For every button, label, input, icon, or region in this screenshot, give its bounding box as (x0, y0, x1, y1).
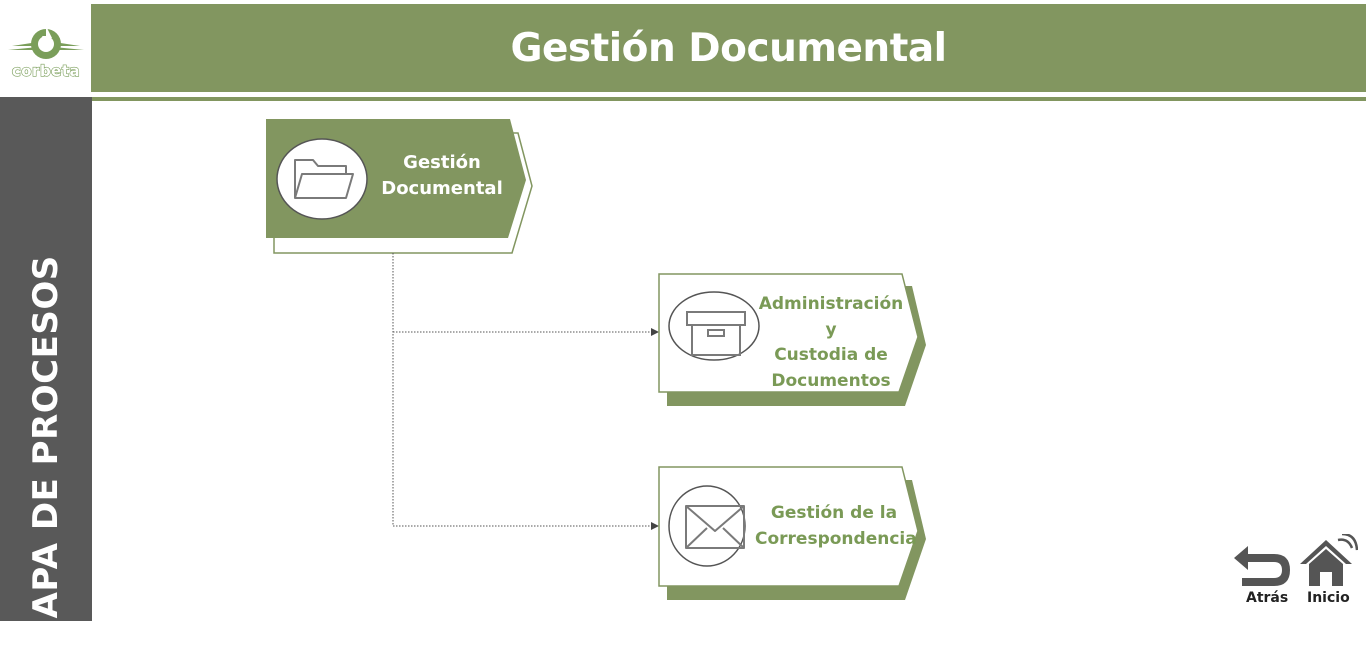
node-label-line: Custodia de (774, 345, 888, 365)
envelope-icon (685, 505, 745, 549)
arrowhead-icon (651, 328, 659, 336)
back-button[interactable]: Atrás (1230, 540, 1292, 610)
page-title: Gestión Documental (510, 25, 947, 71)
brand-logo-text: corbeta (11, 61, 81, 80)
node-label-line: Correspondencia (755, 528, 917, 549)
header-divider (91, 97, 1366, 101)
process-node-correspondencia[interactable] (658, 466, 926, 600)
folder-icon (294, 159, 354, 199)
process-node-label: Gestión Documental (378, 150, 506, 201)
home-button[interactable]: Inicio (1298, 532, 1362, 610)
arrowhead-icon (651, 522, 659, 530)
back-arrow-icon (1234, 546, 1290, 586)
node-label-line: Administración y (758, 294, 904, 340)
connector-lines (392, 253, 659, 530)
brand-logo: corbeta (0, 0, 91, 96)
process-node-label: Administración y Custodia de Documentos (752, 292, 910, 394)
process-node-gestion-documental[interactable] (266, 119, 533, 254)
archive-box-icon (686, 311, 746, 356)
corbeta-emblem-icon (8, 26, 84, 59)
process-node-label: Gestión de la Correspondencia (755, 501, 917, 552)
node-label-line: Gestión de la (770, 503, 898, 523)
node-label-line: Gestión (403, 152, 481, 173)
home-label: Inicio (1307, 590, 1350, 606)
back-label: Atrás (1246, 590, 1289, 606)
process-diagram (266, 119, 926, 600)
process-node-administracion-custodia[interactable] (658, 273, 926, 406)
header-bar: Gestión Documental (91, 4, 1366, 92)
sidebar: MAPA DE PROCESOS (0, 97, 92, 653)
node-label-line: Documental (381, 177, 503, 199)
node-label-line: Documentos (771, 370, 891, 391)
home-icon (1300, 532, 1359, 586)
